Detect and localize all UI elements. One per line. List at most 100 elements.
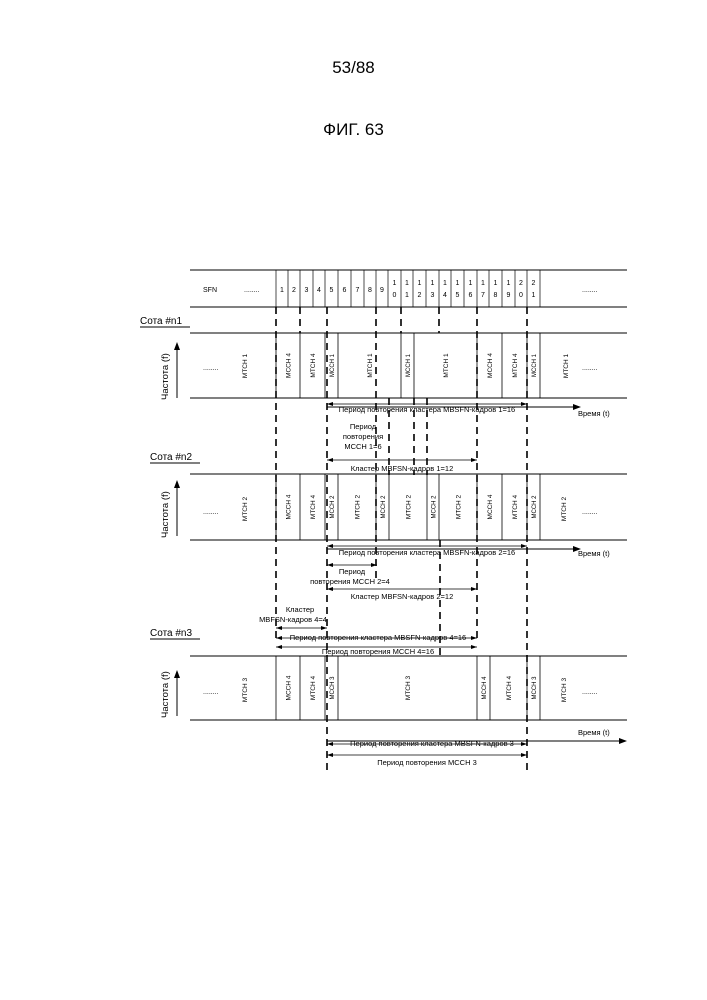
cell-n1-cluster-arrowhead-right bbox=[471, 458, 477, 462]
cell-n1-mcch-period-label-line1: Период bbox=[350, 422, 377, 431]
cell-n2-title: Сота #n2 bbox=[150, 452, 192, 463]
sfn-row: SFN ........ ........ 123456789101112131… bbox=[190, 270, 627, 307]
cell-n3-time-label: Время (t) bbox=[578, 728, 610, 737]
cell-n2-freq-label: Частота (f) bbox=[160, 491, 171, 538]
cell-n1-freq-axis-arrowhead bbox=[174, 342, 180, 350]
sfn-frame-cells: 123456789101112131415161718192021 bbox=[276, 270, 540, 307]
cell-n3-subframes: MCCH 4MTCH 4MCCH 3MTCH 3MCCH 4MTCH 4MCCH… bbox=[276, 656, 540, 720]
sfn-frame-number: 2 bbox=[418, 292, 422, 299]
cell-n4-cluster-label-line2: MBFSN-кадров 4=4 bbox=[259, 615, 327, 624]
subframe-label: MCCH 1 bbox=[532, 353, 538, 377]
sfn-frame-number: 2 bbox=[292, 287, 296, 294]
cell-n3-mcch-period-arrowhead-left bbox=[327, 753, 333, 757]
sfn-frame-number: 0 bbox=[519, 292, 523, 299]
cell-n3-mcch-period-label: Период повторения MCCH 3 bbox=[377, 758, 477, 767]
cell-n3-cluster-repetition-arrowhead-right bbox=[521, 742, 527, 746]
cell-n2-mtch-left: MTCH 2 bbox=[242, 497, 249, 522]
cell-n1-time-label: Время (t) bbox=[578, 409, 610, 418]
cell-n2-freq-axis-arrowhead bbox=[174, 480, 180, 488]
cell-n2-cluster-arrowhead-left bbox=[327, 587, 333, 591]
sfn-label: SFN bbox=[203, 287, 217, 294]
cell-n2-mtch-right: MTCH 2 bbox=[561, 497, 568, 522]
cell-n1-mcch-period-label-line2: повторения bbox=[343, 432, 383, 441]
sfn-frame-number: 1 bbox=[469, 280, 473, 287]
sfn-frame-number: 0 bbox=[393, 292, 397, 299]
sfn-frame-number: 1 bbox=[494, 280, 498, 287]
cell-n3-cluster-repetition-arrowhead-left bbox=[327, 742, 333, 746]
sfn-frame-number: 1 bbox=[443, 280, 447, 287]
sfn-frame-number: 9 bbox=[380, 287, 384, 294]
sfn-frame-number: 1 bbox=[393, 280, 397, 287]
cell-n2-mcch-period-arrowhead-left bbox=[327, 563, 333, 567]
sfn-frame-number: 3 bbox=[305, 287, 309, 294]
cell-n4-cluster-arrowhead-left bbox=[276, 626, 282, 630]
subframe-label: MCCH 3 bbox=[532, 676, 538, 700]
subframe-label: MTCH 4 bbox=[506, 676, 513, 701]
subframe-label: MTCH 4 bbox=[512, 495, 519, 520]
cell-n1-title: Сота #n1 bbox=[140, 316, 182, 327]
sfn-frame-number: 2 bbox=[532, 280, 536, 287]
subframe-label: MCCH 2 bbox=[330, 495, 336, 519]
subframe-label: MCCH 2 bbox=[532, 495, 538, 519]
sfn-right-dots: ........ bbox=[582, 287, 598, 294]
cell-n3-freq-axis-arrowhead bbox=[174, 670, 180, 678]
subframe-label: MTCH 4 bbox=[310, 495, 317, 520]
cell-n3-mtch-right: MTCH 3 bbox=[561, 678, 568, 703]
cell-n3-mcch-period-arrowhead-right bbox=[521, 753, 527, 757]
subframe-label: MTCH 2 bbox=[406, 495, 413, 520]
subframe-label: MTCH 2 bbox=[456, 495, 463, 520]
cell-n4-cluster-repetition-arrowhead-right bbox=[471, 636, 477, 640]
sfn-frame-number: 1 bbox=[280, 287, 284, 294]
cell-n2-cluster-arrowhead-right bbox=[471, 587, 477, 591]
cell-n4-mcch-period-arrowhead-right bbox=[471, 645, 477, 649]
sfn-frame-number: 8 bbox=[494, 292, 498, 299]
cell-n2-time-label: Время (t) bbox=[578, 549, 610, 558]
subframe-label: MCCH 3 bbox=[330, 676, 336, 700]
cell-n3-cluster-repetition-label: Период повторения кластера MBSFN-кадров … bbox=[350, 739, 514, 748]
subframe-label: MCCH 1 bbox=[406, 353, 412, 377]
cell-n3-time-axis-arrowhead bbox=[619, 738, 627, 744]
cell-n1-mtch-right: MTCH 1 bbox=[563, 354, 570, 379]
cell-n4-mcch-period-arrowhead-left bbox=[276, 645, 282, 649]
sfn-frame-number: 4 bbox=[443, 292, 447, 299]
cell-n3-freq-label: Частота (f) bbox=[160, 671, 171, 718]
sfn-frame-number: 1 bbox=[405, 280, 409, 287]
sfn-frame-number: 4 bbox=[317, 287, 321, 294]
sfn-frame-number: 2 bbox=[519, 280, 523, 287]
cell-n4-cluster-arrowhead-right bbox=[321, 626, 327, 630]
sfn-frame-number: 6 bbox=[469, 292, 473, 299]
subframe-label: MCCH 4 bbox=[482, 676, 488, 700]
cell-n3-mtch-left: MTCH 3 bbox=[242, 678, 249, 703]
sfn-frame-number: 5 bbox=[330, 287, 334, 294]
cell-n2-cluster-repetition-arrowhead-right bbox=[521, 544, 527, 548]
subframe-label: MTCH 2 bbox=[355, 495, 362, 520]
subframe-label: MCCH 2 bbox=[432, 495, 438, 519]
cell-n3-right-dots: ........ bbox=[582, 689, 598, 696]
subframe-label: MCCH 4 bbox=[286, 494, 293, 519]
cell-n2-cluster-label: Кластер MBFSN-кадров 2=12 bbox=[351, 592, 454, 601]
subframe-label: MTCH 4 bbox=[310, 353, 317, 378]
cell-n1-cluster-label: Кластер MBFSN-кадров 1=12 bbox=[351, 464, 454, 473]
sfn-frame-number: 1 bbox=[532, 292, 536, 299]
sfn-frame-number: 8 bbox=[368, 287, 372, 294]
cell-n1-cluster-arrowhead-left bbox=[327, 458, 333, 462]
cell-n3-title: Сота #n3 bbox=[150, 628, 192, 639]
sfn-frame-number: 1 bbox=[431, 280, 435, 287]
subframe-label: MCCH 1 bbox=[330, 353, 336, 377]
sfn-frame-number: 7 bbox=[356, 287, 360, 294]
sfn-frame-number: 9 bbox=[507, 292, 511, 299]
sfn-frame-number: 7 bbox=[481, 292, 485, 299]
sfn-frame-number: 1 bbox=[418, 280, 422, 287]
subframe-label: MTCH 4 bbox=[310, 676, 317, 701]
cell-n4-cluster-label-line1: Кластер bbox=[286, 605, 314, 614]
cell-n2-cluster-repetition-arrowhead-left bbox=[327, 544, 333, 548]
cell-n2-mcch-period-label-line1: Период bbox=[339, 567, 366, 576]
cell-n2-subframes: MCCH 4 MTCH 4 MCCH 2 MTCH 2 MCCH 2 MTCH 2 MCCH… bbox=[276, 474, 540, 540]
sfn-frame-number: 1 bbox=[481, 280, 485, 287]
sfn-frame-number: 3 bbox=[431, 292, 435, 299]
cell-n2-cluster-repetition-label: Период повторения кластера MBSFN-кадров … bbox=[339, 548, 515, 557]
subframe-label: MTCH 1 bbox=[443, 353, 450, 378]
cell-n2-right-dots: ........ bbox=[582, 509, 598, 516]
cell-n1-left-dots: ........ bbox=[203, 365, 219, 372]
